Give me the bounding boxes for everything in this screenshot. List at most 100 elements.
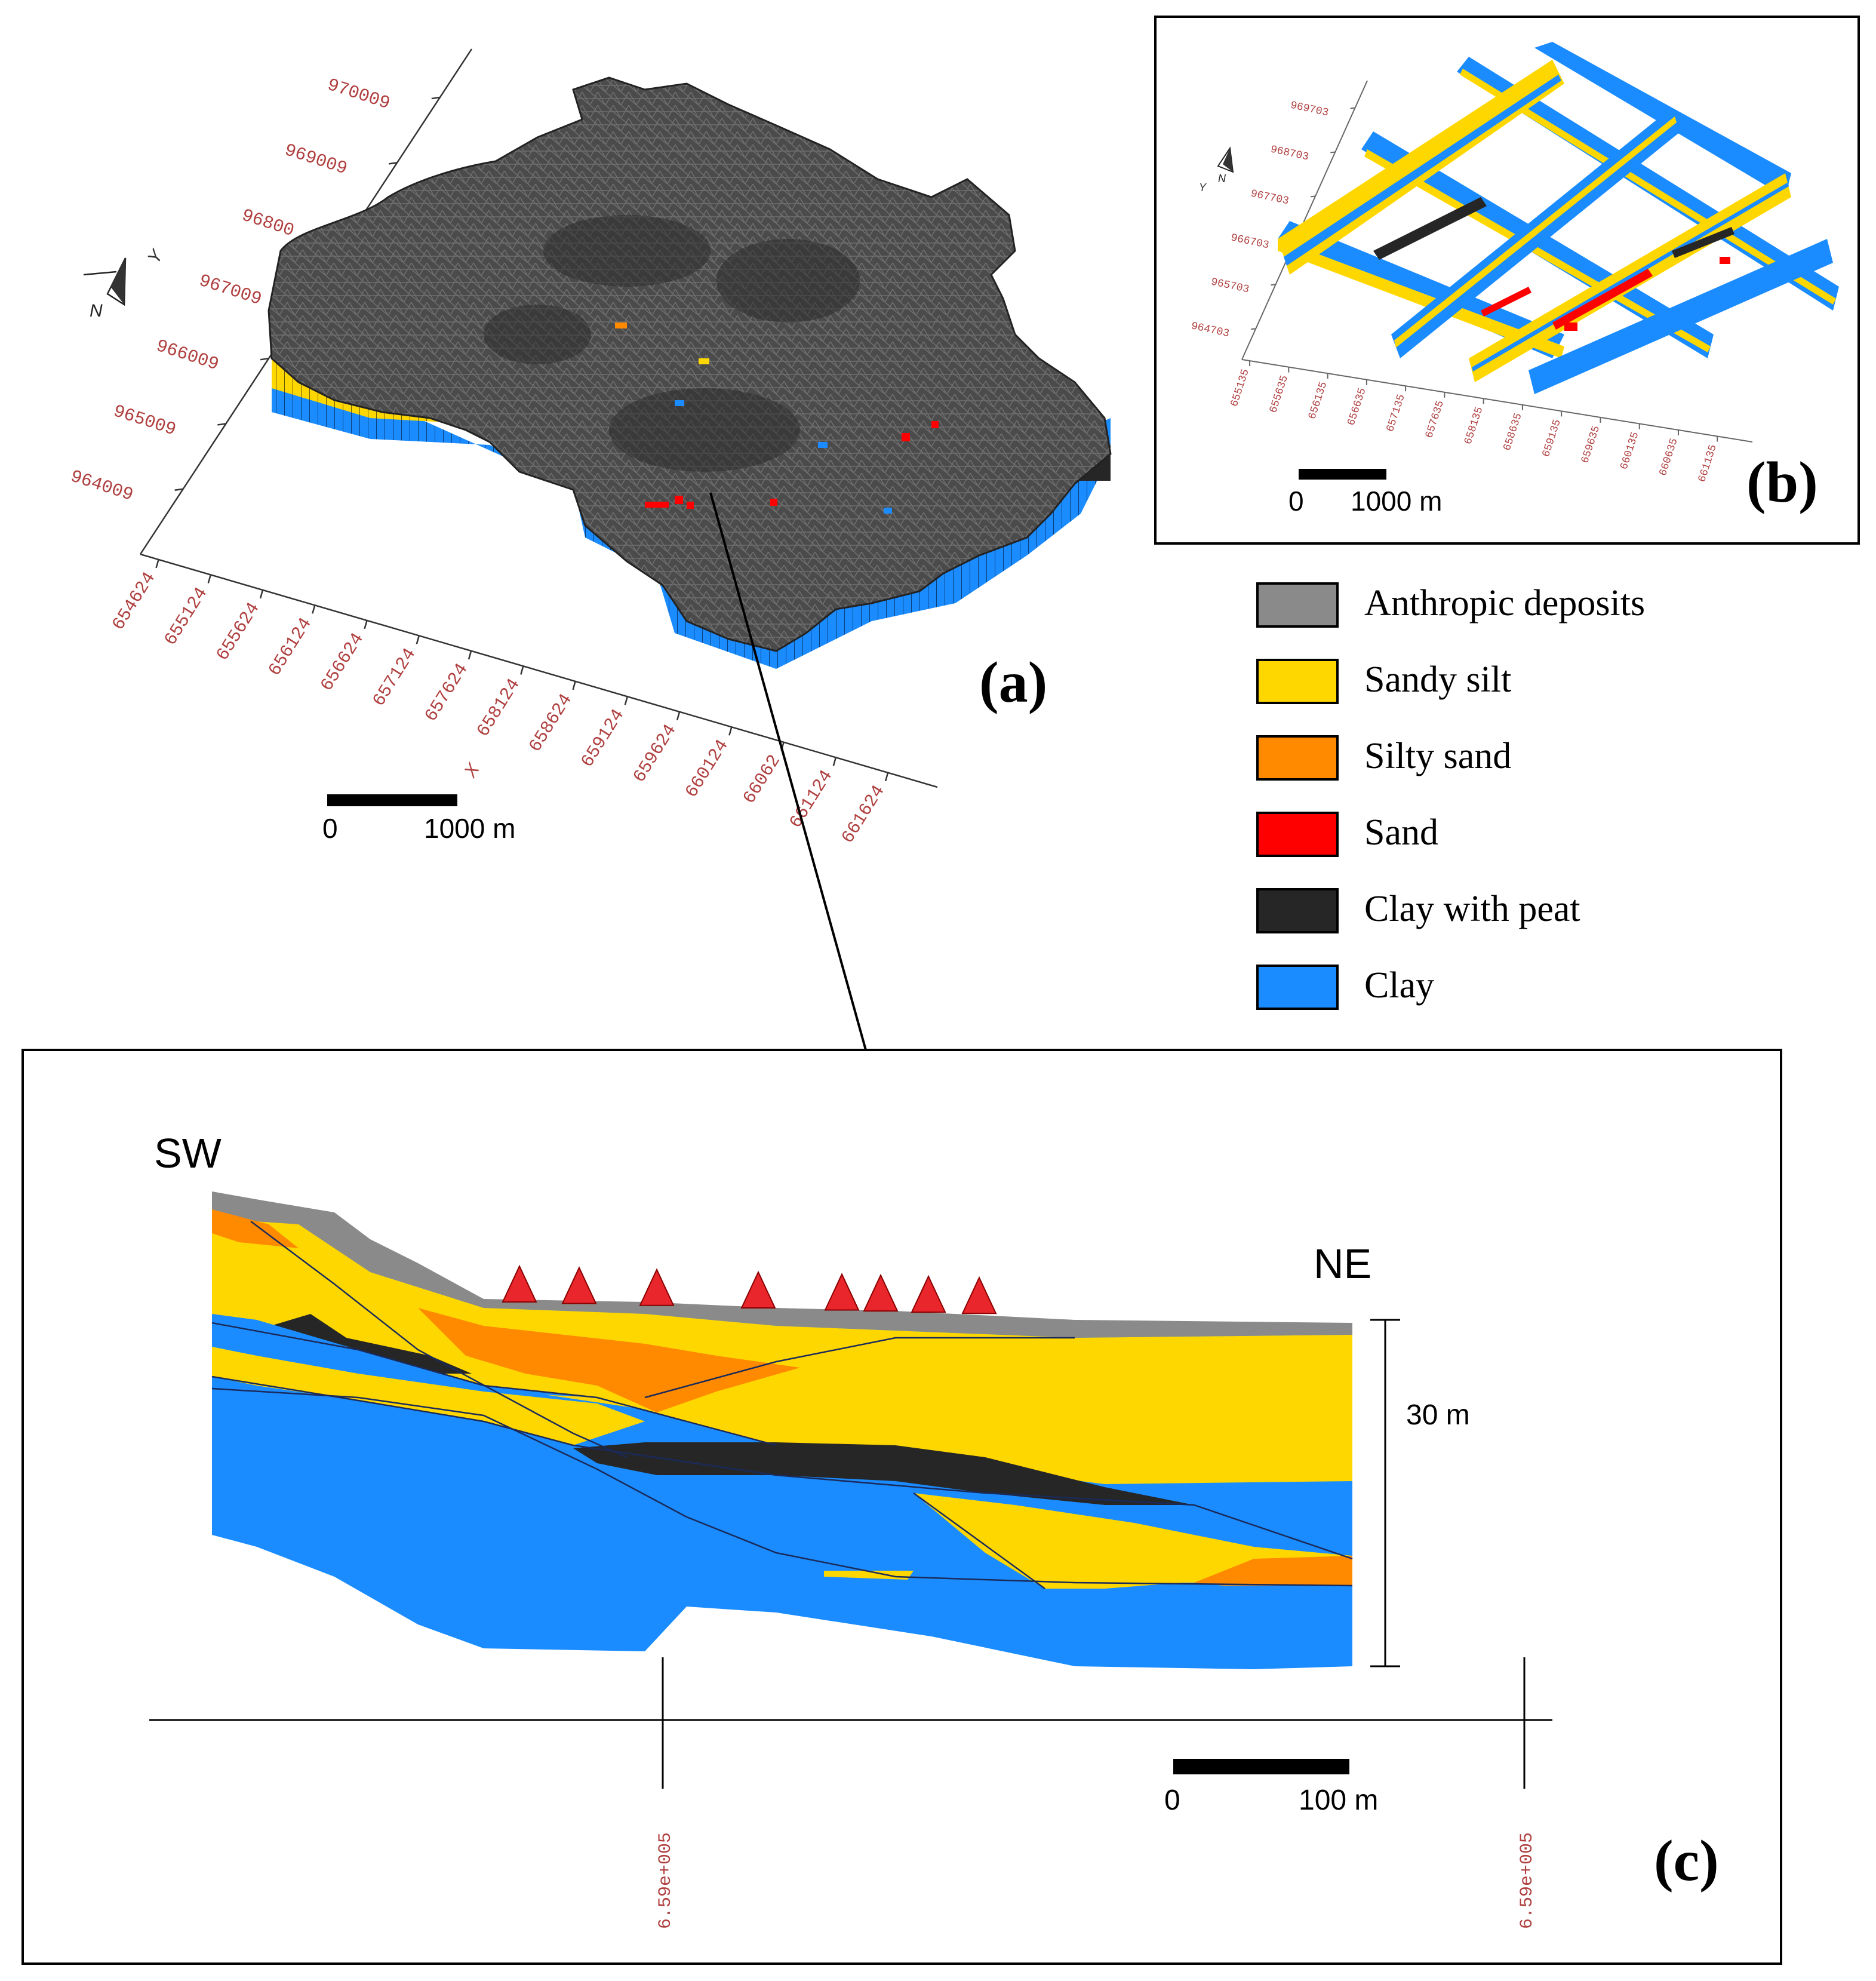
panel-a-x-tick-label: 659124 [577, 706, 629, 772]
panel-a-x-tick-mark [259, 589, 264, 599]
panel-a-shading [484, 215, 860, 472]
panel-a-north-label: N [90, 301, 103, 321]
borehole-marker [639, 1268, 675, 1306]
panel-a-x-tick-mark [676, 711, 681, 721]
panel-c-scale-start: 0 [1164, 1785, 1180, 1816]
legend-label: Sand [1364, 812, 1438, 853]
panel-a-y-axis-label: Y [144, 245, 168, 267]
panel-c-right-end: NE [1314, 1240, 1371, 1287]
legend-item: Anthropic deposits [1256, 582, 1645, 628]
panel-a-x-tick-mark [312, 605, 316, 614]
leader-line [709, 492, 867, 1051]
panel-a-x-tick-label: 661124 [786, 767, 837, 833]
legend-label: Clay with peat [1364, 889, 1580, 929]
panel-a-y-tick-mark [388, 162, 398, 165]
panel-c-scale-end: 100 m [1299, 1785, 1378, 1816]
borehole-marker [824, 1273, 860, 1311]
panel-a-x-tick-label: 657624 [421, 660, 472, 726]
panel-b-axes [1241, 80, 1753, 443]
legend-swatch [1256, 735, 1339, 781]
panel-a: 970009 969009 96800 967009 966009 965009 96400… [68, 48, 1112, 1051]
borehole-marker [561, 1266, 597, 1304]
panel-a-x-tick-label: 656624 [317, 629, 368, 695]
legend-swatch [1256, 888, 1339, 933]
panel-a-x-tick-label: 657124 [369, 645, 420, 711]
panel-b-north-label: N [1218, 173, 1226, 185]
panel-b-scale-end: 1000 m [1351, 486, 1442, 517]
panel-a-x-tick-mark [520, 666, 524, 675]
panel-c-label: (c) [1654, 1829, 1719, 1893]
panel-c-borehole-markers [502, 1264, 997, 1314]
legend-swatch [1256, 582, 1339, 628]
panel-a-x-tick-label: 66062 [740, 751, 786, 807]
panel-a-y-tick-label: 967009 [196, 271, 264, 311]
panel-a-y-tick-label: 966009 [153, 336, 221, 376]
panel-a-x-tick-label: 659624 [629, 721, 681, 787]
panel-a-y-tick-label: 96800 [239, 205, 296, 241]
panel-a-x-tick-mark [832, 757, 837, 766]
legend-swatch [1256, 812, 1339, 857]
panel-b-y-tick-mark [1271, 284, 1276, 286]
borehole-marker [961, 1276, 997, 1314]
legend-item: Sandy silt [1256, 659, 1511, 704]
borehole-marker [863, 1273, 899, 1312]
panel-a-y-tick-label: 969009 [282, 140, 349, 180]
panel-b-scale-start: 0 [1288, 486, 1304, 517]
panel-c-vertical-scale-label: 30 m [1406, 1399, 1470, 1431]
panel-c-vertical-scale [1370, 1319, 1400, 1667]
borehole-marker [502, 1264, 537, 1303]
panel-b-label: (b) [1746, 450, 1818, 515]
panel-a-x-tick-label: 660124 [682, 736, 733, 802]
panel-a-y-tick-mark [431, 96, 440, 100]
panel-b-scale-bar: 0 1000 m [1288, 469, 1442, 517]
legend-item: Clay [1256, 965, 1434, 1010]
panel-b-y-axis-label: Y [1199, 182, 1207, 194]
panel-a-x-tick-label: 658124 [473, 675, 525, 741]
panel-a-scale-end: 1000 m [424, 813, 515, 844]
legend-item: Silty sand [1256, 735, 1511, 781]
panel-c-x-tick-2: 6.59e+005 [1517, 1832, 1537, 1929]
panel-c-x-tick-1: 6.59e+005 [656, 1832, 676, 1929]
panel-a-sand-cells [615, 323, 939, 514]
legend-label: Sandy silt [1364, 659, 1511, 700]
panel-a-y-tick-label: 964009 [68, 466, 136, 506]
legend-label: Anthropic deposits [1364, 583, 1645, 624]
panel-a-x-axis-label: X [460, 760, 484, 781]
legend-swatch [1256, 659, 1339, 704]
panel-a-y-tick-mark [260, 357, 269, 361]
panel-c-cross-section [211, 1191, 1353, 1669]
legend-label: Silty sand [1364, 736, 1511, 776]
panel-a-scale-bar: 0 1000 m [322, 794, 515, 844]
panel-a-x-tick-label: 656124 [265, 615, 316, 680]
panel-b-north-arrow: N Y [1199, 146, 1234, 194]
legend-swatch [1256, 965, 1339, 1010]
panel-a-x-tick-mark [728, 726, 733, 736]
panel-c-scale-bar: 0 100 m [1164, 1759, 1378, 1816]
panel-b-y-tick-mark [1350, 107, 1355, 109]
legend-label: Clay [1364, 965, 1434, 1006]
panel-a-x-tick-mark [572, 681, 576, 690]
legend-item: Sand [1256, 812, 1438, 857]
panel-c-left-end: SW [154, 1130, 222, 1177]
panel-a-y-tick-label: 970009 [325, 75, 392, 115]
legend-item: Clay with peat [1256, 888, 1580, 933]
panel-a-y-tick-mark [174, 488, 183, 491]
panel-a-model-top [267, 76, 1112, 652]
panel-a-y-tick-label: 965009 [110, 401, 178, 441]
panel-c-x-axis [149, 1657, 1552, 1789]
panel-a-x-tick-label: 658624 [525, 690, 577, 756]
panel-a-x-tick-mark [624, 696, 629, 705]
panel-b-fence-diagram [1278, 42, 1839, 394]
panel-a-x-tick-label: 655124 [161, 584, 212, 650]
panel-a-x-tick-mark [207, 575, 211, 583]
panel-a-x-tick-mark [155, 559, 159, 569]
panel-b-y-tick-mark [1251, 328, 1256, 330]
panel-a-x-tick-label: 655624 [213, 599, 264, 665]
borehole-marker [911, 1274, 946, 1313]
panel-a-x-tick-label: 661624 [838, 782, 890, 847]
panel-a-x-tick-label: 654624 [109, 569, 160, 634]
panel-a-x-tick-mark [364, 620, 368, 629]
